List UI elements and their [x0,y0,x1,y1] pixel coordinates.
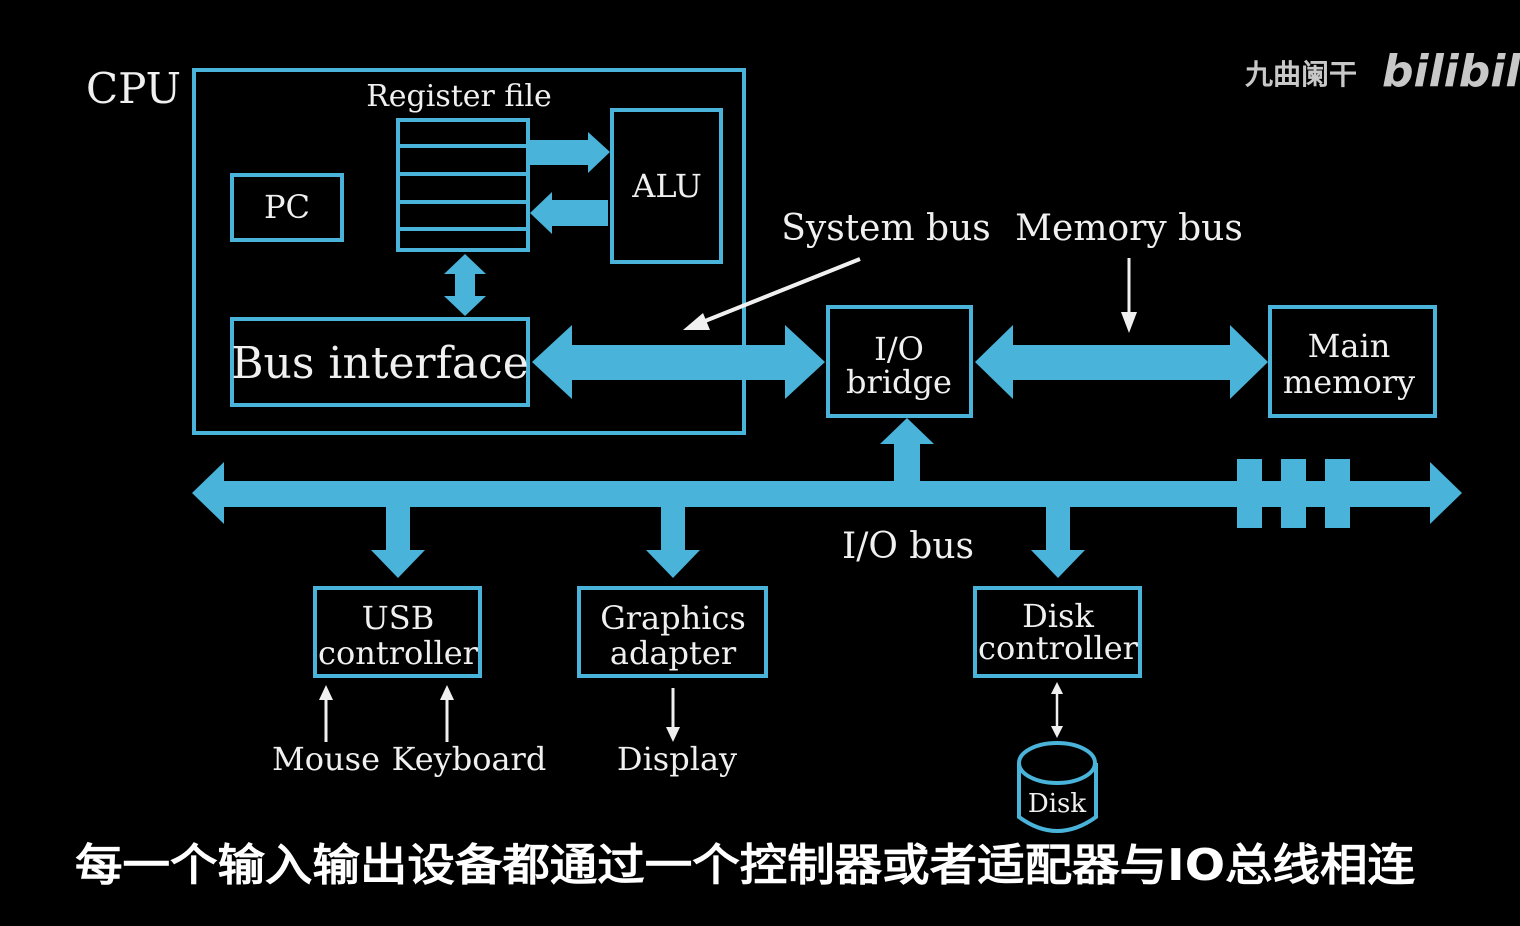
usb-controller-box [313,586,482,678]
disk-cylinder-body [1017,763,1098,833]
register-file [396,118,530,252]
system-bus-pointer-arrowhead [683,313,710,330]
disk-controller-box [973,586,1142,678]
alu-label: ALU [631,167,702,205]
disk-cylinder-top [1017,741,1097,785]
watermark-author: 九曲阑干 [1245,58,1357,91]
graphics-adapter-label-line1: Graphics [600,599,746,637]
alu-to-register-arrow [530,192,608,234]
io-bus-label: I/O bus [842,526,974,567]
bus-interface-label: Bus interface [231,338,529,389]
pc-box [230,173,344,242]
watermark-bilibili-logo: bilibili [1382,46,1520,97]
io-bus-to-disk-controller-arrow [1031,507,1085,578]
disk-label: Disk [1028,789,1087,819]
disk-arrowhead-down [1051,726,1063,738]
io-bus-to-bridge-arrow [880,418,934,481]
graphics-adapter-box [577,586,768,678]
main-memory-label-line2: memory [1283,363,1415,401]
disk-arrowhead-up [1051,682,1063,694]
display-arrowhead [666,727,680,742]
display-label: Display [617,740,737,778]
usb-controller-label-line1: USB [362,599,434,637]
graphics-adapter-label-line2: adapter [610,634,737,672]
bus-interface-box [230,317,530,407]
usb-controller-label-line2: controller [318,634,479,672]
main-memory-label-line1: Main [1308,327,1391,365]
io-bus-arrow [192,462,1462,524]
keyboard-label: Keyboard [392,740,547,778]
system-bus-label: System bus [781,208,991,249]
memory-bus-pointer-arrowhead [1121,312,1137,333]
cpu-label: CPU [86,64,181,113]
main-memory-box [1268,305,1437,418]
io-bus-slot [1325,459,1350,528]
disk-controller-label-line1: Disk [1022,597,1094,635]
memory-bus-arrow [975,325,1268,399]
cpu-box [192,68,746,435]
alu-box [610,108,723,264]
pc-label: PC [264,188,310,226]
memory-bus-label: Memory bus [1015,208,1243,249]
disk-cylinder [1017,741,1098,833]
io-bus-to-graphics-arrow [646,507,700,578]
mouse-arrowhead [319,685,333,700]
io-bus-to-usb-arrow [371,507,425,578]
register-file-label: Register file [366,79,552,114]
mouse-label: Mouse [272,740,380,778]
system-bus-arrow [532,325,825,399]
io-bus-slot [1237,459,1262,528]
io-bridge-label-line2: bridge [846,363,952,401]
disk-controller-label-line2: controller [978,629,1139,667]
subtitle-caption: 每一个输入输出设备都通过一个控制器或者适配器与IO总线相连 [75,840,1415,891]
io-bus-slot [1281,459,1306,528]
io-bridge-label-line1: I/O [874,330,924,368]
keyboard-arrowhead [440,685,454,700]
system-bus-pointer-line [699,257,861,325]
register-to-alu-arrow [530,132,610,173]
register-file-box [396,118,530,252]
io-bridge-box [826,305,973,418]
io-bus-expansion-slots [1237,459,1350,528]
register-bus-interface-arrow [444,254,486,316]
